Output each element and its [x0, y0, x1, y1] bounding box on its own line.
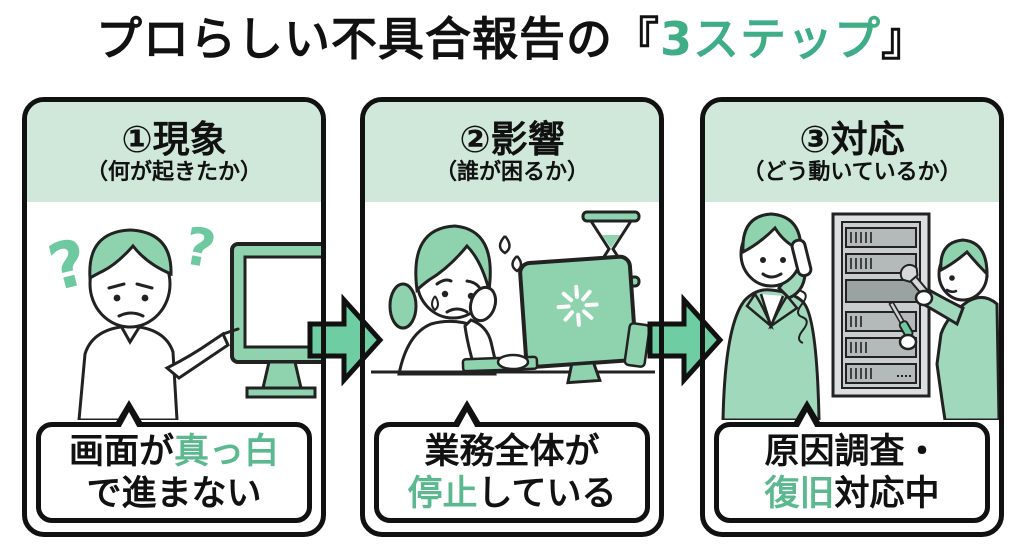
phone-stand-icon — [623, 322, 651, 368]
bubble-line: で進まない — [86, 473, 261, 515]
bubble-text-highlight: 真っ白 — [174, 431, 280, 472]
page-title: プロらしい不具合報告の『3ステップ』 — [0, 14, 1024, 65]
technician-figure — [888, 238, 999, 420]
bubble-text: で進まない — [86, 473, 262, 514]
bubble-text: 対応中 — [834, 473, 940, 514]
bubble-text: 画面が — [68, 431, 174, 472]
step-3-illustration-svg — [721, 212, 999, 420]
hand — [914, 289, 934, 307]
screwdriver-icon — [888, 301, 914, 338]
title-highlight: 3ステップ — [659, 12, 881, 66]
panel-border-segment — [360, 295, 365, 385]
step-3-title: ③対応 — [799, 117, 905, 161]
step-1-header: ①現象 （何が起きたか） — [27, 102, 321, 202]
step-1-illustration-svg: ? ? — [41, 216, 321, 420]
step-2-subtitle: （誰が困るか） — [434, 160, 589, 186]
panel-border-segment — [659, 295, 664, 385]
panel-border-segment — [700, 295, 705, 385]
server-rack-icon — [831, 212, 931, 398]
hand — [898, 333, 918, 351]
step-1-speech-bubble: 画面が真っ白 で進まない — [36, 400, 312, 523]
confused-man-figure — [77, 228, 240, 420]
phone-handset-icon — [790, 238, 813, 278]
sweat-drop-icon — [431, 295, 439, 312]
confused-man-at-blank-monitor-illustration: ? ? — [27, 202, 321, 420]
server-units — [845, 227, 921, 384]
sweat-drop-icon — [511, 255, 523, 273]
bubble-text: している — [477, 473, 617, 514]
bubble-text-highlight: 復旧 — [764, 473, 835, 514]
title-text: プロらしい不具合報告の — [95, 12, 613, 66]
man-on-phone-figure — [721, 212, 821, 420]
frozen-monitor-icon — [518, 254, 638, 385]
bubble-line: 復旧対応中 — [764, 473, 939, 515]
bubble-text: 業務全体が — [424, 431, 600, 472]
bubble-text: 原因調査・ — [764, 431, 940, 472]
loading-spinner-icon — [556, 284, 599, 327]
step-2-illustration-svg — [371, 210, 655, 385]
bubble-line: 停止している — [408, 473, 617, 515]
step-3-subtitle: （どう動いているか） — [742, 160, 962, 186]
step-3-header: ③対応 （どう動いているか） — [705, 102, 999, 202]
panel-border-segment — [321, 295, 326, 385]
title-bracket-open: 『 — [612, 12, 660, 66]
question-mark-icon: ? — [180, 216, 220, 280]
phone-call-and-server-repair-illustration — [705, 202, 999, 420]
bubble-text-highlight: 停止 — [407, 473, 478, 514]
bubble-line: 原因調査・ — [764, 431, 939, 473]
hand — [496, 353, 530, 371]
hand-on-cheek — [468, 285, 498, 323]
step-1-subtitle: （何が起きたか） — [85, 160, 262, 186]
worried-woman-head — [414, 224, 498, 323]
step-3-speech-bubble: 原因調査・ 復旧対応中 — [714, 400, 990, 523]
question-mark-icon: ? — [41, 226, 95, 307]
step-2-speech-bubble: 業務全体が 停止している — [374, 400, 650, 523]
step-panel-2: ②影響 （誰が困るか） — [360, 97, 664, 537]
title-bracket-close: 』 — [881, 12, 928, 66]
step-panel-3: ③対応 （どう動いているか） — [700, 97, 1004, 537]
step-1-title: ①現象 — [121, 117, 227, 161]
step-2-title: ②影響 — [459, 117, 565, 161]
step-panel-1: ①現象 （何が起きたか） ? ? — [22, 97, 326, 537]
bubble-line: 画面が真っ白 — [69, 431, 279, 473]
step-2-header: ②影響 （誰が困るか） — [365, 102, 659, 202]
right-arrow-icon — [307, 294, 384, 386]
sweat-drop-icon — [498, 235, 511, 255]
right-arrow-icon — [647, 294, 724, 386]
worried-woman-at-computer-illustration — [365, 202, 659, 420]
bubble-line: 業務全体が — [424, 431, 599, 473]
